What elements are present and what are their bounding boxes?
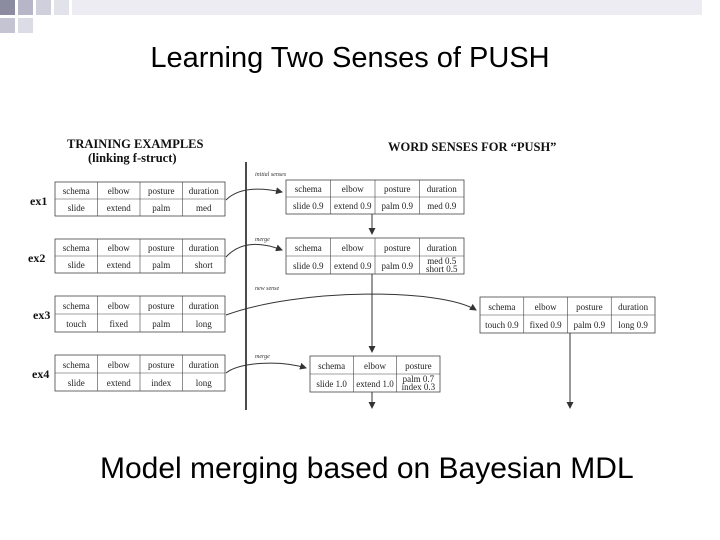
- step-label-new-sense: new sense: [255, 286, 279, 292]
- table-value-cell: fixed: [110, 319, 129, 329]
- table-header-cell: elbow: [108, 360, 130, 370]
- table-header-cell: posture: [576, 302, 603, 312]
- table-header-cell: duration: [427, 184, 457, 194]
- table-value-cell: short 0.5: [426, 264, 458, 274]
- example-table-2: schema elbow posture duration slide extend pal…: [54, 238, 226, 274]
- slide-title: Learning Two Senses of PUSH: [150, 42, 550, 74]
- table-value-cell: slide 0.9: [293, 201, 324, 211]
- example-table-1: schema elbow posture duration slide extend pal…: [54, 181, 226, 217]
- step-label-merge-2: merge: [255, 354, 270, 360]
- table-header-cell: posture: [148, 301, 175, 311]
- table-header-cell: duration: [189, 360, 219, 370]
- table-header-cell: elbow: [342, 243, 364, 253]
- table-value-cell: med 0.9: [427, 201, 456, 211]
- arrow-ex3-to-new-sense: [225, 293, 477, 316]
- sense-table-2: schema elbow posture duration slide 0.9 exten…: [285, 237, 465, 275]
- table-value-cell: extend: [107, 378, 131, 388]
- table-value-cell: palm: [152, 319, 170, 329]
- table-header-cell: posture: [384, 184, 411, 194]
- table-header-cell: schema: [63, 243, 90, 253]
- table-value-cell: med: [196, 203, 212, 213]
- table-header-cell: elbow: [108, 243, 130, 253]
- table-header-cell: posture: [384, 243, 411, 253]
- arrow-ex4-to-merge: [225, 362, 307, 374]
- example-label-4: ex4: [32, 367, 49, 381]
- table-value-cell: palm: [152, 203, 170, 213]
- slide-caption: Model merging based on Bayesian MDL: [100, 452, 634, 485]
- table-value-cell: long: [196, 378, 213, 388]
- table-value-cell: slide 1.0: [316, 379, 347, 389]
- example-table-3: schema elbow posture duration touch fixed palm…: [54, 295, 226, 333]
- table-value-cell: slide: [68, 260, 85, 270]
- training-subheading: (linking f-struct): [88, 151, 177, 165]
- table-value-cell: extend 1.0: [356, 379, 394, 389]
- table-header-cell: duration: [189, 186, 219, 196]
- table-header-cell: posture: [148, 360, 175, 370]
- table-header-cell: schema: [63, 186, 90, 196]
- table-header-cell: duration: [618, 302, 648, 312]
- corner-decoration: [0, 0, 702, 33]
- table-header-cell: elbow: [108, 186, 130, 196]
- table-header-cell: schema: [318, 361, 345, 371]
- table-value-cell: index: [151, 378, 171, 388]
- table-header-cell: posture: [148, 243, 175, 253]
- table-value-cell: touch: [66, 319, 86, 329]
- table-header-cell: schema: [488, 302, 515, 312]
- table-value-cell: slide: [68, 203, 85, 213]
- table-value-cell: touch 0.9: [485, 320, 519, 330]
- table-value-cell: slide 0.9: [293, 261, 324, 271]
- table-value-cell: palm 0.9: [574, 320, 606, 330]
- table-value-cell: index 0.3: [402, 382, 436, 392]
- table-value-cell: short: [195, 260, 213, 270]
- sense-table-4: schema elbow posture slide 1.0 extend 1.0 pal…: [309, 355, 441, 393]
- table-value-cell: palm 0.7: [403, 374, 435, 384]
- sense-table-1: schema elbow posture duration slide 0.9 exten…: [285, 179, 465, 215]
- table-value-cell: med 0.5: [427, 256, 456, 266]
- table-header-cell: posture: [148, 186, 175, 196]
- table-header-cell: posture: [405, 361, 432, 371]
- table-value-cell: extend 0.9: [334, 201, 372, 211]
- table-header-cell: duration: [189, 243, 219, 253]
- table-header-cell: schema: [63, 360, 90, 370]
- table-header-cell: schema: [295, 184, 322, 194]
- table-value-cell: palm 0.9: [382, 261, 414, 271]
- table-header-cell: duration: [427, 243, 457, 253]
- sense-table-3: schema elbow posture duration touch 0.9 fixed…: [479, 296, 656, 334]
- example-table-4: schema elbow posture duration slide extend ind…: [54, 354, 226, 392]
- example-label-2: ex2: [28, 251, 45, 265]
- example-label-1: ex1: [30, 194, 47, 208]
- table-value-cell: palm: [152, 260, 170, 270]
- step-label-merge-1: merge: [255, 237, 270, 243]
- table-header-cell: elbow: [342, 184, 364, 194]
- step-label-initial: initial senses: [255, 172, 287, 178]
- example-label-3: ex3: [33, 308, 50, 322]
- table-value-cell: long: [196, 319, 213, 329]
- table-header-cell: schema: [63, 301, 90, 311]
- arrow-ex2-to-sense: [225, 243, 283, 258]
- table-header-cell: schema: [295, 243, 322, 253]
- table-value-cell: extend 0.9: [334, 261, 372, 271]
- senses-heading: WORD SENSES FOR “PUSH”: [388, 140, 556, 154]
- table-header-cell: duration: [189, 301, 219, 311]
- senses-diagram: TRAINING EXAMPLES (linking f-struct) WOR…: [28, 137, 656, 410]
- table-value-cell: palm 0.9: [382, 201, 414, 211]
- table-header-cell: elbow: [364, 361, 386, 371]
- training-heading: TRAINING EXAMPLES: [67, 137, 204, 151]
- table-value-cell: extend: [107, 260, 131, 270]
- table-header-cell: elbow: [535, 302, 557, 312]
- table-header-cell: elbow: [108, 301, 130, 311]
- table-value-cell: fixed 0.9: [530, 320, 562, 330]
- arrow-ex1-to-sense: [225, 187, 283, 201]
- table-value-cell: slide: [68, 378, 85, 388]
- table-value-cell: extend: [107, 203, 131, 213]
- table-value-cell: long 0.9: [618, 320, 648, 330]
